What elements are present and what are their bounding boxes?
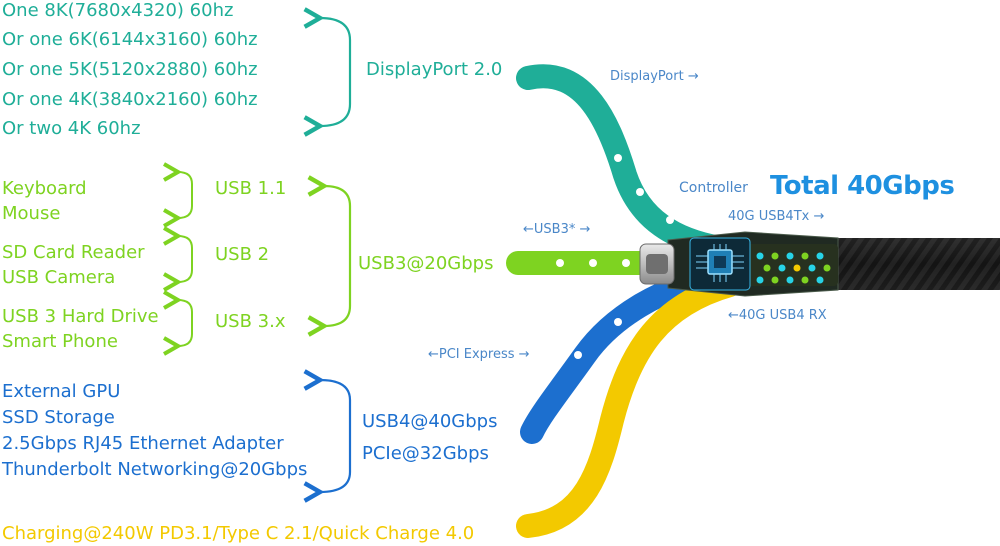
led-dots: [756, 252, 831, 284]
device-ssd-storage: SSD Storage: [2, 407, 115, 428]
charging-label: Charging@240W PD3.1/Type C 2.1/Quick Cha…: [2, 523, 475, 544]
controller-label: Controller: [679, 180, 748, 196]
resolution-3: Or one 5K(5120x2880) 60hz: [2, 59, 258, 80]
device-external-gpu: External GPU: [2, 381, 121, 402]
device-mouse: Mouse: [2, 203, 61, 224]
displayport-arrow-label: DisplayPort →: [610, 69, 699, 84]
resolution-1: One 8K(7680x4320) 60hz: [2, 0, 234, 21]
device-thunderbolt-networking: Thunderbolt Networking@20Gbps: [2, 459, 308, 480]
charging-wire: [516, 273, 742, 538]
resolution-2: Or one 6K(6144x3160) 60hz: [2, 29, 258, 50]
usb4-rx-label: ←40G USB4 RX: [728, 308, 827, 323]
device-keyboard: Keyboard: [2, 178, 87, 199]
pcie-arrow-label: ←PCI Express →: [428, 347, 530, 362]
resolution-5: Or two 4K 60hz: [2, 118, 141, 139]
usb4-bracket: [320, 380, 352, 492]
total-bandwidth-label: Total 40Gbps: [770, 171, 955, 201]
usb4-tx-label: 40G USB4Tx →: [728, 209, 825, 224]
usb3x-bracket: [178, 300, 193, 346]
usb3-label: USB3@20Gbps: [358, 253, 494, 274]
usb2-bracket: [178, 236, 193, 282]
displayport-wire: [516, 64, 732, 260]
usb2-label: USB 2: [215, 244, 270, 265]
usb11-label: USB 1.1: [215, 178, 287, 199]
device-usb-camera: USB Camera: [2, 267, 116, 288]
pcie-label: PCIe@32Gbps: [362, 443, 489, 464]
device-smart-phone: Smart Phone: [2, 331, 118, 352]
usb4-wire: [520, 266, 732, 444]
usb3x-label: USB 3.x: [215, 311, 286, 332]
device-sd-card-reader: SD Card Reader: [2, 242, 145, 263]
wire-dots: [556, 154, 674, 359]
displayport-label: DisplayPort 2.0: [366, 59, 503, 80]
displayport-bracket: [320, 18, 352, 126]
usb3-arrow-label: ←USB3* →: [523, 222, 591, 237]
usb3-bracket: [324, 186, 352, 326]
resolution-4: Or one 4K(3840x2160) 60hz: [2, 89, 258, 110]
usb4-label: USB4@40Gbps: [362, 411, 498, 432]
device-ethernet-adapter: 2.5Gbps RJ45 Ethernet Adapter: [2, 433, 284, 454]
device-usb3-hard-drive: USB 3 Hard Drive: [2, 306, 159, 327]
usb11-bracket: [178, 172, 193, 218]
